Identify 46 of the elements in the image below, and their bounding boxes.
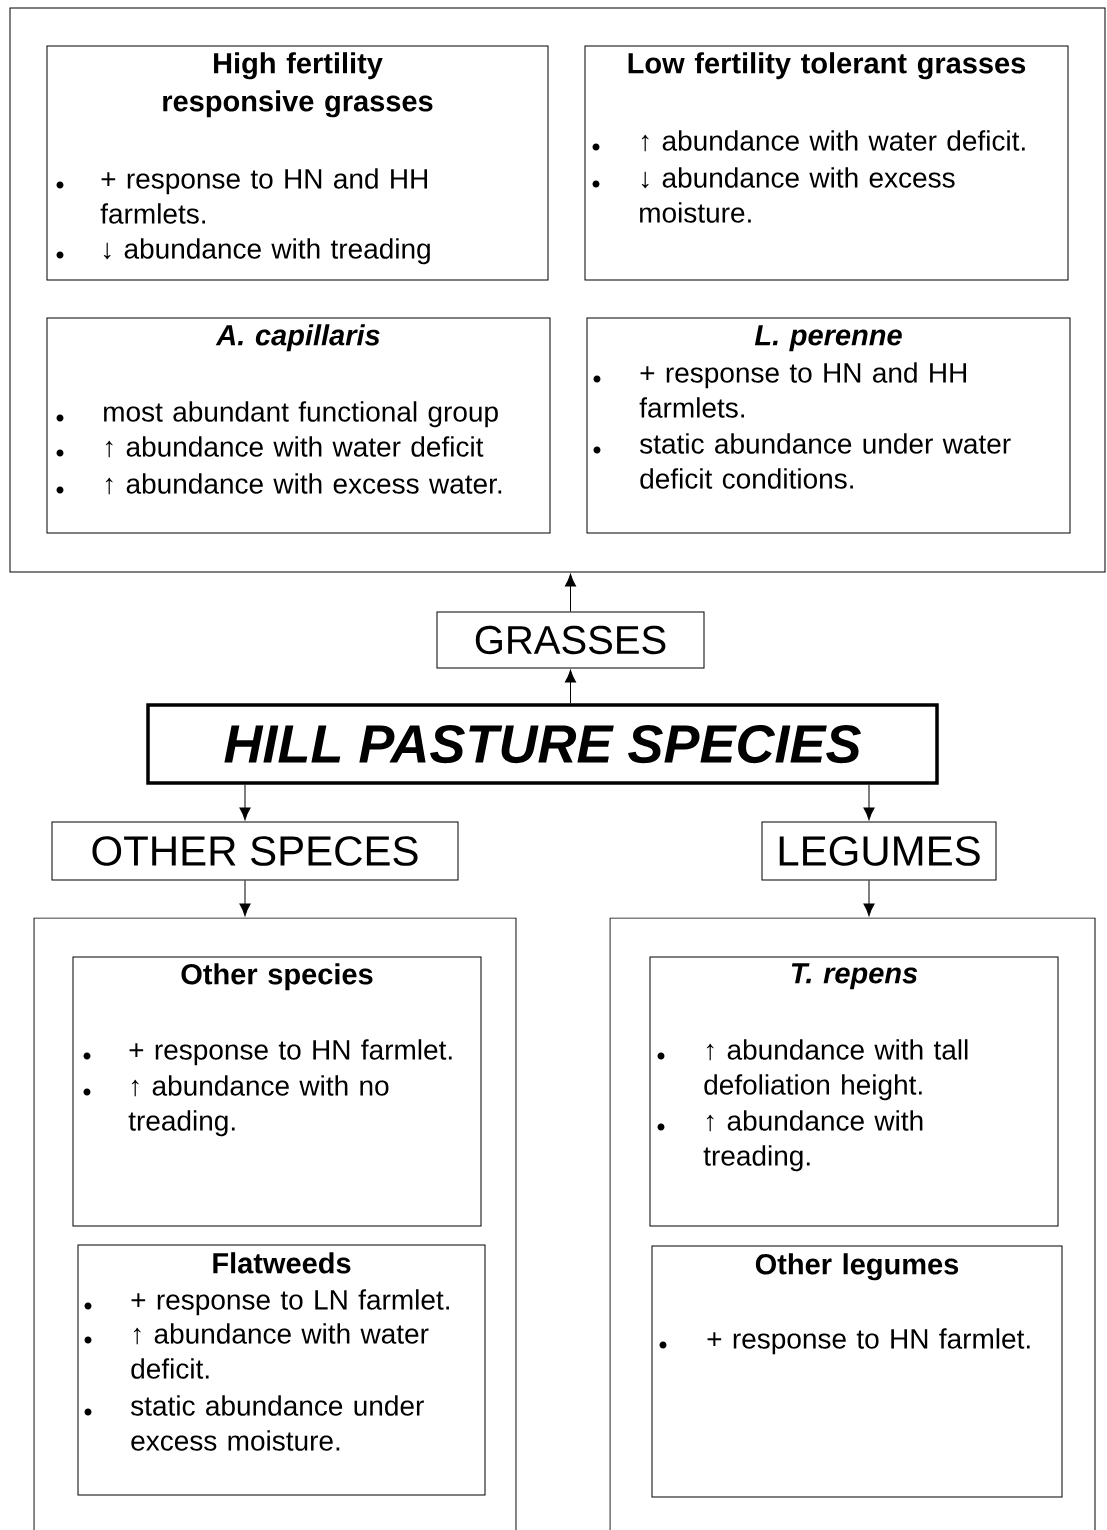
bullet-text: most abundant functional group bbox=[104, 401, 498, 428]
bullet-text: + response to HN and HH farmlets. bbox=[639, 362, 966, 418]
category-box: LEGUMES bbox=[761, 821, 997, 881]
bullet-text: + response to LN farmlet. bbox=[131, 1289, 449, 1316]
title-box: HILL PASTURE SPECIES bbox=[146, 703, 939, 785]
info-box bbox=[649, 956, 1059, 1227]
info-box bbox=[584, 45, 1069, 281]
info-box bbox=[77, 1244, 486, 1496]
bullet-text: ↑ abundance with tall defoliation height. bbox=[704, 1039, 968, 1101]
info-box bbox=[651, 1245, 1063, 1498]
info-box bbox=[46, 317, 551, 534]
arrow bbox=[863, 880, 875, 917]
bullet-text: + response to HN farmlet. bbox=[707, 1328, 1030, 1355]
arrow bbox=[239, 784, 251, 821]
arrow bbox=[239, 880, 251, 917]
bullet-text: ↑ abundance with water deficit. bbox=[131, 1323, 429, 1379]
box-heading: A. capillaris bbox=[215, 324, 380, 352]
bullet-text: + response to HN and HH farmlets. bbox=[100, 168, 427, 224]
bullet-text: ↑ abundance with treading. bbox=[703, 1110, 923, 1172]
arrow bbox=[564, 669, 577, 704]
category-box: OTHER SPECES bbox=[51, 821, 459, 881]
panel-frame bbox=[33, 917, 517, 1530]
box-heading: Flatweeds bbox=[213, 1252, 351, 1274]
panel-frame bbox=[9, 7, 1106, 573]
info-box bbox=[586, 317, 1071, 534]
arrow bbox=[564, 573, 577, 612]
bullet-text: ↓ abundance with treading bbox=[103, 238, 430, 265]
bullet-text: ↑ abundance with water deficit bbox=[105, 436, 484, 458]
bullet-text: static abundance under water deficit conditions. bbox=[640, 433, 1011, 489]
box-heading: Other legumes bbox=[755, 1253, 959, 1281]
box-heading: L. perenne bbox=[754, 325, 902, 352]
bullet-text: ↑ abundance with excess water. bbox=[105, 473, 502, 495]
info-box bbox=[46, 45, 549, 281]
panel-frame bbox=[609, 917, 1096, 1530]
bullet-text: static abundance under excess moisture. bbox=[131, 1395, 424, 1451]
arrow bbox=[863, 784, 875, 821]
box-heading: High fertility responsive grasses bbox=[163, 52, 433, 118]
bullet-text: ↑ abundance with water deficit. bbox=[641, 130, 1025, 152]
bullet-text: + response to HN farmlet. bbox=[129, 1039, 452, 1066]
box-heading: Low fertility tolerant grasses bbox=[628, 52, 1026, 80]
box-heading: T. repens bbox=[791, 963, 918, 990]
category-box: GRASSES bbox=[436, 611, 705, 669]
info-box bbox=[72, 956, 482, 1227]
bullet-text: ↑ abundance with no treading. bbox=[128, 1075, 389, 1137]
box-heading: Other species bbox=[181, 963, 373, 991]
bullet-text: ↓ abundance with excess moisture. bbox=[640, 167, 955, 223]
